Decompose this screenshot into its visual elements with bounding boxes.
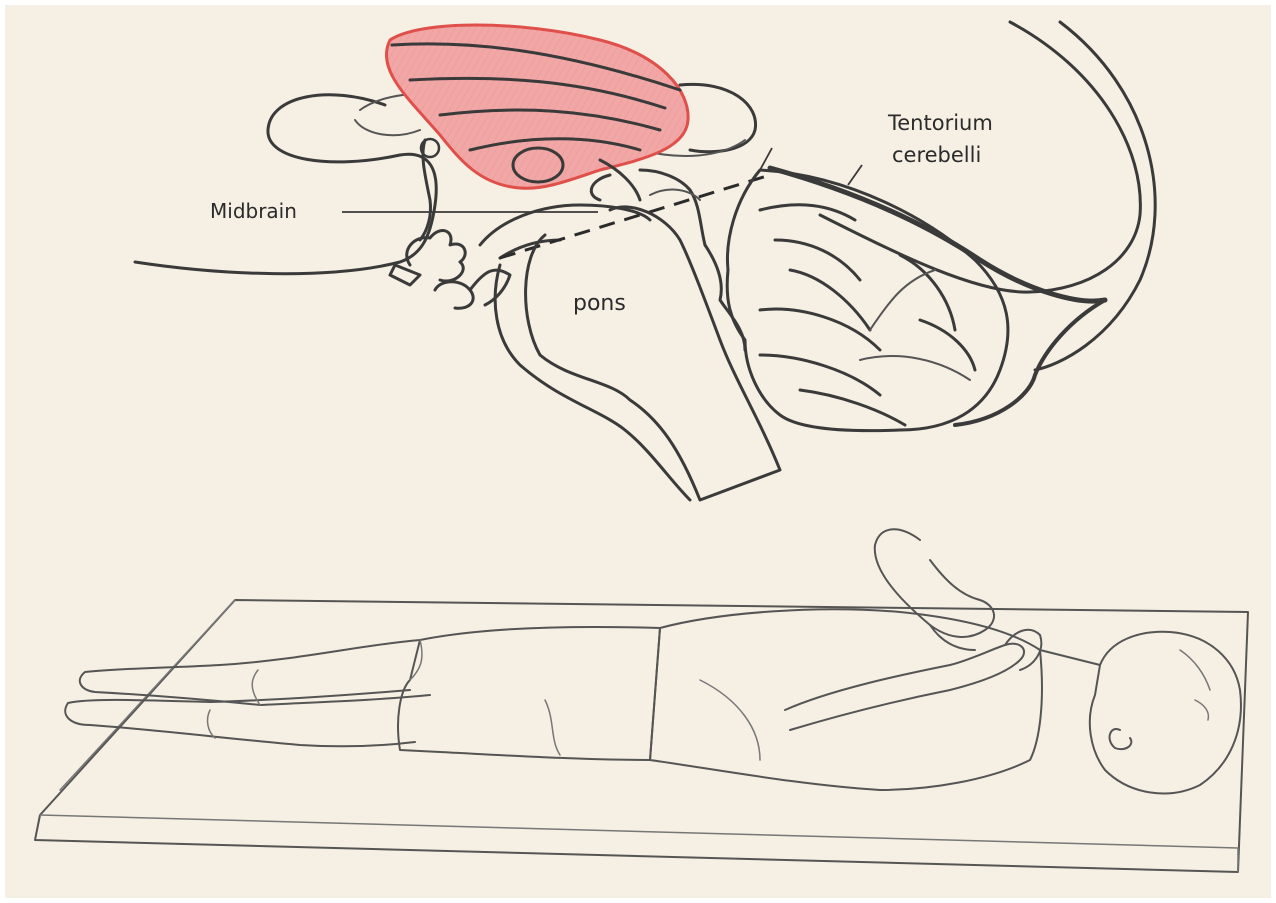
label-cerebelli: cerebelli (892, 143, 981, 167)
label-tentorium: Tentorium (887, 111, 993, 135)
label-midbrain: Midbrain (210, 199, 297, 223)
label-pons: pons (573, 291, 626, 316)
